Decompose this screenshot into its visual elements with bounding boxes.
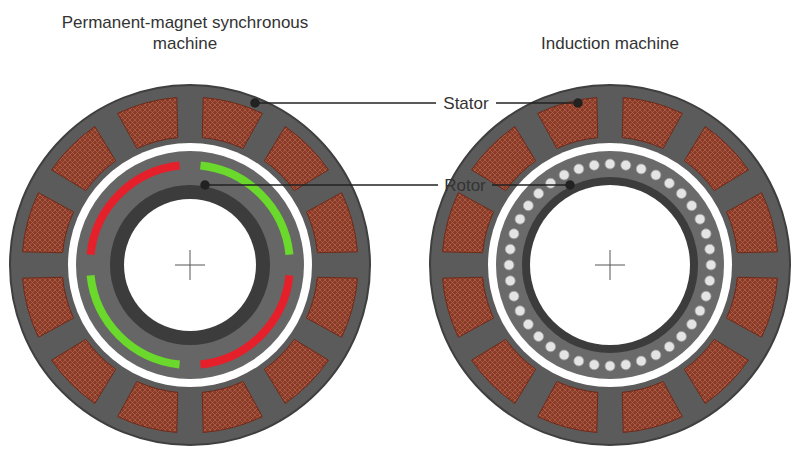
rotor-bar [621, 360, 631, 370]
rotor-bar [701, 229, 711, 239]
winding-slot [726, 277, 777, 337]
air-gap [488, 143, 732, 387]
rotor-bar [636, 356, 646, 366]
rotor-bar [664, 178, 674, 188]
rotor-bars [504, 159, 716, 371]
winding-slot [726, 193, 777, 253]
rotor-bar [705, 244, 715, 254]
winding-slot [118, 98, 178, 149]
rotor-bar [605, 361, 615, 371]
rotor-bar [589, 160, 599, 170]
rotor-bar [589, 360, 599, 370]
rotor-bar [701, 291, 711, 301]
rotor-bar [523, 201, 533, 211]
air-gap [68, 143, 312, 387]
part-label: Stator [416, 93, 516, 114]
winding-slot [306, 193, 357, 253]
rotor-bar [534, 189, 544, 199]
leader-lines [201, 99, 582, 189]
winding-slot [443, 193, 494, 253]
rotor-bar [636, 164, 646, 174]
winding-slot [23, 277, 74, 337]
winding-slot [264, 127, 328, 191]
rotor-bar [706, 260, 716, 270]
winding-slot [202, 381, 262, 432]
stator-core [430, 85, 790, 445]
shaft-bore [530, 185, 690, 345]
winding-slot [622, 98, 682, 149]
rotor-bar [505, 244, 515, 254]
rotor-bar [676, 189, 686, 199]
rotor-bar [687, 201, 697, 211]
part-label: Rotor [415, 175, 515, 196]
rotor-bar [515, 214, 525, 224]
rotor-bar [574, 164, 584, 174]
winding-slot [684, 127, 748, 191]
rotor-bar [664, 342, 674, 352]
stator-slots [443, 98, 778, 433]
rotor-bar [651, 350, 661, 360]
winding-slot [118, 381, 178, 432]
winding-slot [306, 277, 357, 337]
winding-slot [202, 98, 262, 149]
rotor-bar [534, 331, 544, 341]
rotor-bar [504, 260, 514, 270]
rotor-bar [505, 276, 515, 286]
rotor-bar [605, 159, 615, 169]
winding-slot [538, 381, 598, 432]
rotor-hub [110, 185, 270, 345]
rotor-bar [523, 319, 533, 329]
permanent-magnets [91, 166, 290, 365]
rotor-bar [509, 291, 519, 301]
center-mark [175, 250, 205, 280]
machine-heading: Induction machine [510, 33, 710, 54]
shaft-bore [124, 199, 256, 331]
rotor-bar [546, 178, 556, 188]
winding-slot [52, 339, 116, 403]
winding-slot [472, 339, 536, 403]
rotor-bar [695, 214, 705, 224]
rotor-bar [509, 229, 519, 239]
rotor-bar [651, 170, 661, 180]
machine-heading: Permanent-magnet synchronous machine [60, 12, 310, 54]
winding-slot [622, 381, 682, 432]
rotor-bar [705, 276, 715, 286]
winding-slot [264, 339, 328, 403]
rotor-bar [559, 170, 569, 180]
stator-slots [23, 98, 358, 433]
stator-core [10, 85, 370, 445]
winding-slot [684, 339, 748, 403]
winding-slot [23, 193, 74, 253]
winding-slot [52, 127, 116, 191]
rotor-bar [559, 350, 569, 360]
winding-slot [443, 277, 494, 337]
rotor-bar [695, 306, 705, 316]
center-mark [595, 250, 625, 280]
rotor-bar [621, 160, 631, 170]
rotor-bar [676, 331, 686, 341]
rotor-hub [522, 177, 698, 353]
winding-slot [538, 98, 598, 149]
rotor-bar [574, 356, 584, 366]
rotor-bar [515, 306, 525, 316]
rotor-bar [546, 342, 556, 352]
rotor-bar [687, 319, 697, 329]
